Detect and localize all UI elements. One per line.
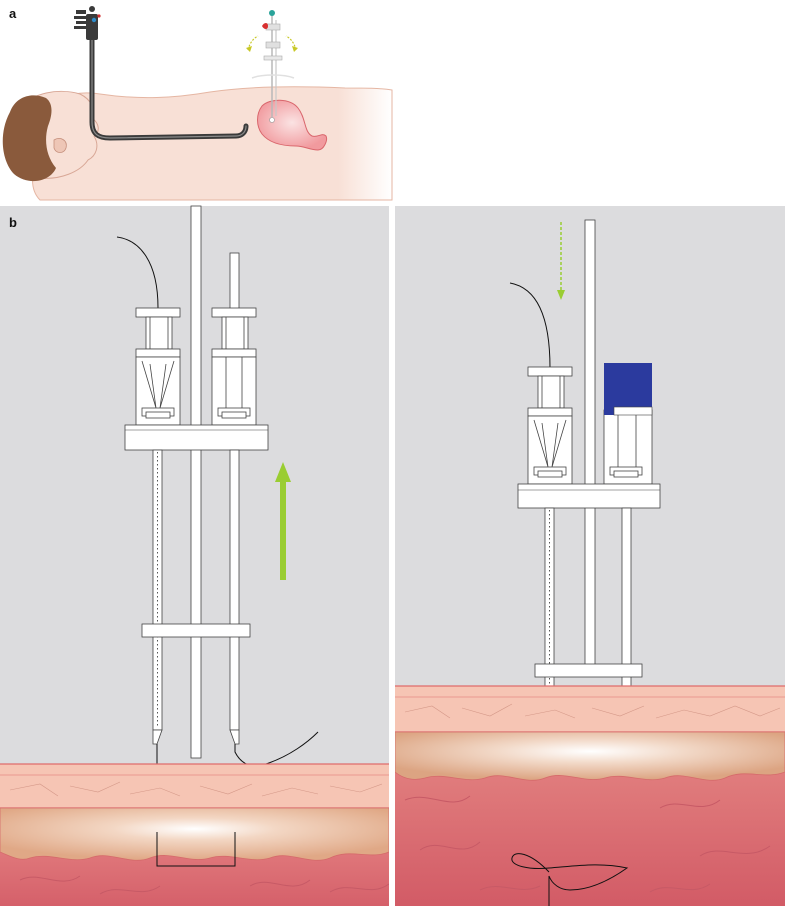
- lock-cap-icon: [604, 363, 653, 416]
- direction-arrow-down: [557, 222, 565, 300]
- right-needle-top: [229, 252, 240, 312]
- panel-b-left: [0, 205, 390, 906]
- left-needle: [152, 449, 163, 745]
- subcutaneous-fat-right: [394, 731, 785, 906]
- left-needle-housing: [135, 307, 181, 426]
- panel-b-right: [394, 206, 785, 906]
- bottom-cross-plate-right: [534, 663, 643, 678]
- panel-b-label: b: [9, 215, 17, 230]
- gastropexy-device-small: [251, 10, 295, 123]
- endoscope-icon: [74, 6, 249, 141]
- panel-a-label: a: [9, 6, 17, 21]
- central-rod-right: [584, 219, 596, 669]
- right-needle-housing-right: [603, 409, 653, 485]
- central-rod: [190, 205, 202, 759]
- suture-thread-top: [116, 236, 159, 309]
- bottom-cross-plate: [141, 623, 251, 638]
- rotation-arrows: [246, 35, 298, 52]
- suture-loop-left: [156, 832, 236, 867]
- patient-hair: [2, 95, 56, 182]
- top-cross-plate: [124, 424, 269, 451]
- suture-thread-top-right: [509, 282, 551, 369]
- left-needle-housing-right: [527, 366, 573, 485]
- subcutaneous-fat-left: [0, 807, 390, 906]
- right-needle-housing: [211, 307, 257, 426]
- abdominal-wall-left: [0, 763, 389, 809]
- stomach-icon: [257, 99, 327, 151]
- suture-loop-right: [511, 853, 629, 906]
- right-needle: [229, 449, 240, 745]
- stomach-folds-left: [19, 875, 390, 895]
- panel-divider: [389, 206, 395, 906]
- abdominal-wall-right: [395, 685, 785, 733]
- patient-ear: [53, 138, 67, 153]
- panel-a: [2, 6, 393, 201]
- direction-arrow-up: [275, 462, 291, 580]
- stomach-folds-right: [404, 795, 771, 893]
- top-cross-plate-right: [517, 483, 661, 509]
